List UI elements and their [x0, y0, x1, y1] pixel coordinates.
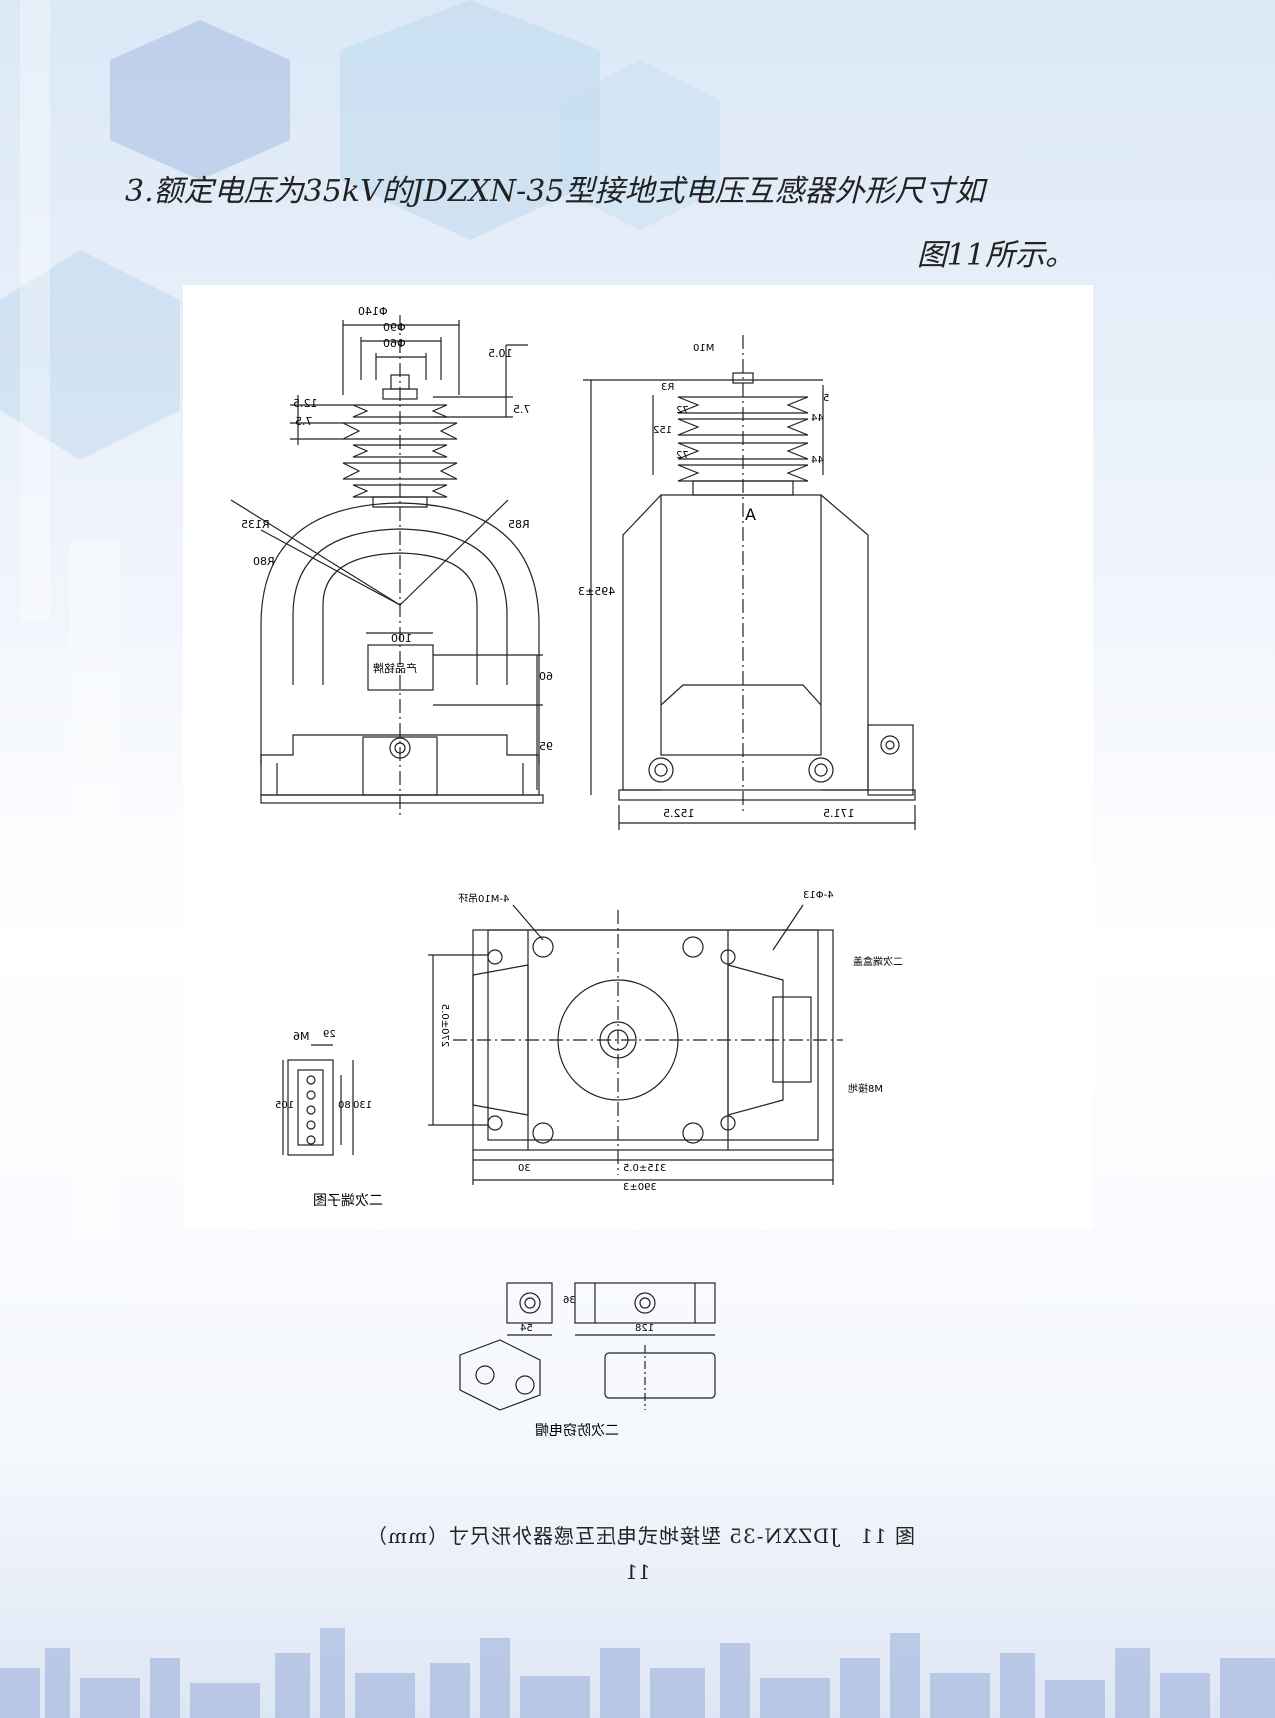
dim-100: 100 [391, 632, 412, 645]
dim-270: 270±0.5 [439, 1003, 451, 1048]
page-number: 11 [624, 1560, 651, 1584]
technical-drawing: Φ140 Φ90 Φ60 10.5 7.5 12.5 7.5 R135 R85 … [183, 285, 1093, 1230]
dim-128: 128 [635, 1323, 655, 1334]
dim-152: 152 [653, 425, 673, 436]
dim-72-b: 72 [676, 450, 689, 461]
nameplate-label: 产品铭牌 [373, 662, 417, 675]
dim-7-5-left: 7.5 [295, 415, 313, 428]
dim-44-a: 44 [811, 413, 824, 424]
dim-60: 60 [539, 670, 553, 683]
dim-r3: R3 [661, 382, 675, 393]
dim-r80: R80 [253, 555, 275, 568]
side-view [583, 335, 916, 830]
dim-m6: M6 [293, 1030, 310, 1043]
dim-95: 95 [539, 740, 553, 753]
dim-phi60: Φ60 [383, 337, 406, 350]
ground-label: M8接地 [848, 1084, 883, 1095]
dim-m10: M10 [693, 343, 715, 354]
dim-54: 54 [520, 1323, 533, 1334]
secondary-box-label: 二次端盒盖 [853, 957, 903, 968]
terminal-caption: 二次端子图 [313, 1193, 383, 1209]
dim-7-5-right: 7.5 [513, 403, 531, 416]
dim-10-5: 10.5 [488, 347, 513, 360]
front-view [230, 315, 544, 815]
anti-theft-caption: 二次防窃电帽 [535, 1423, 619, 1439]
dim-30: 30 [518, 1163, 531, 1174]
dim-r85: R85 [508, 518, 530, 531]
dim-152-5: 152.5 [663, 807, 695, 820]
anti-theft-cap-drawing: 54 128 36 二次防窃电帽 [445, 1265, 730, 1450]
dim-r135: R135 [241, 518, 270, 531]
dim-105: 105 [275, 1100, 295, 1111]
dim-171-5: 171.5 [823, 807, 855, 820]
dim-5: 5 [823, 393, 830, 404]
section-heading: 3.额定电压为35kV的JDZXN-35型接地式电压互感器外形尺寸如 图11所示… [125, 160, 1075, 288]
dim-44-b: 44 [811, 455, 824, 466]
dim-phi90: Φ90 [383, 321, 406, 334]
plan-view [428, 904, 843, 1185]
dim-29: 29 [323, 1029, 336, 1040]
dim-130: 130 [353, 1100, 373, 1111]
dim-315: 315±0.5 [623, 1163, 667, 1174]
heading-line-2: 图11所示。 [916, 238, 1075, 273]
mark-a: A [745, 505, 756, 524]
dim-12-5: 12.5 [293, 397, 318, 410]
holes-label: 4-Φ13 [803, 890, 834, 901]
city-skyline-decoration [0, 1628, 1275, 1718]
lift-ring-label: 4-M10吊环 [458, 894, 510, 905]
dim-80: 80 [338, 1100, 351, 1111]
dim-36: 36 [563, 1295, 576, 1306]
dim-72-a: 72 [676, 405, 689, 416]
dim-390: 390±3 [623, 1182, 657, 1193]
terminal-detail [282, 1044, 354, 1156]
figure-caption: 图 11 JDZXN-35 型接地式电压互感器外形尺寸（mm） [365, 1524, 915, 1548]
heading-line-1: 3.额定电压为35kV的JDZXN-35型接地式电压互感器外形尺寸如 [125, 174, 985, 209]
dim-phi140: Φ140 [358, 305, 388, 318]
dim-495: 495±3 [578, 585, 616, 598]
